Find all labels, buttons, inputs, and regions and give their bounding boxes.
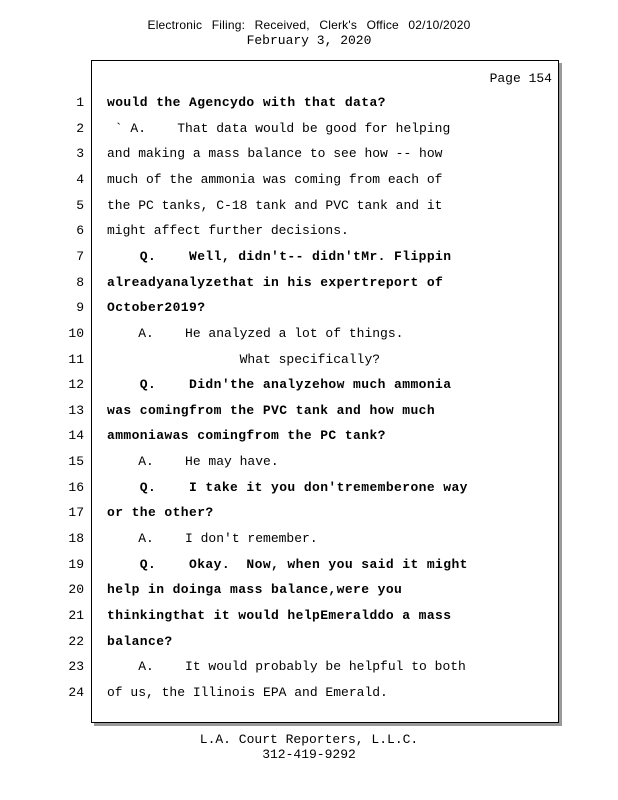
transcript-line: Q. I take it you don'trememberone way xyxy=(107,480,468,495)
transcript-line: Q. Didn'the analyzehow much ammonia xyxy=(107,377,452,392)
line-number: 8 xyxy=(76,275,84,290)
transcript-line: might affect further decisions. xyxy=(107,223,349,238)
transcript-line: A. He analyzed a lot of things. xyxy=(107,326,404,341)
line-number: 24 xyxy=(68,685,84,700)
transcript-line: A. I don't remember. xyxy=(107,531,318,546)
line-number: 3 xyxy=(76,146,84,161)
line-number: 2 xyxy=(76,121,84,136)
transcript-line: balance? xyxy=(107,634,173,649)
transcript-line: or the other? xyxy=(107,505,214,520)
transcript-line: A. It would probably be helpful to both xyxy=(107,659,466,674)
transcript-line: October2019? xyxy=(107,300,206,315)
line-number: 22 xyxy=(68,634,84,649)
transcript-line: alreadyanalyzethat in his expertreport o… xyxy=(107,275,444,290)
reporter-company: L.A. Court Reporters, L.L.C. xyxy=(199,732,419,747)
line-number: 23 xyxy=(68,659,84,674)
transcript-line: Q. Okay. Now, when you said it might xyxy=(107,557,468,572)
line-number: 15 xyxy=(68,454,84,469)
transcript-line: would the Agencydo with that data? xyxy=(107,95,386,110)
line-number: 7 xyxy=(76,249,84,264)
transcript-line: and making a mass balance to see how -- … xyxy=(107,146,443,161)
transcript-page: Page 154 xyxy=(91,60,559,723)
page-header: Electronic Filing: Received, Clerk's Off… xyxy=(0,18,618,48)
line-number: 20 xyxy=(68,582,84,597)
line-number: 12 xyxy=(68,377,84,392)
transcript-line: was comingfrom the PVC tank and how much xyxy=(107,403,436,418)
line-number: 14 xyxy=(68,428,84,443)
line-number: 13 xyxy=(68,403,84,418)
transcript-line: What specifically? xyxy=(107,352,381,367)
line-number: 4 xyxy=(76,172,84,187)
transcript-line: Q. Well, didn't-- didn'tMr. Flippin xyxy=(107,249,452,264)
transcript-date: February 3, 2020 xyxy=(246,33,372,48)
line-number: 21 xyxy=(68,608,84,623)
transcript-line: of us, the Illinois EPA and Emerald. xyxy=(107,685,388,700)
line-number: 9 xyxy=(76,300,84,315)
transcript-line: thinkingthat it would helpEmeralddo a ma… xyxy=(107,608,452,623)
transcript-line: ammoniawas comingfrom the PC tank? xyxy=(107,428,386,443)
line-number: 1 xyxy=(76,95,84,110)
transcript-line: much of the ammonia was coming from each… xyxy=(107,172,443,187)
line-number: 18 xyxy=(68,531,84,546)
page-footer: L.A. Court Reporters, L.L.C. 312-419-929… xyxy=(0,732,618,762)
transcript-line: ` A. That data would be good for helping xyxy=(107,121,451,136)
line-number: 6 xyxy=(76,223,84,238)
transcript-line: the PC tanks, C-18 tank and PVC tank and… xyxy=(107,198,443,213)
filing-stamp: Electronic Filing: Received, Clerk's Off… xyxy=(147,18,471,32)
line-number: 16 xyxy=(68,480,84,495)
reporter-phone: 312-419-9292 xyxy=(262,747,356,762)
line-number: 19 xyxy=(68,557,84,572)
line-number: 17 xyxy=(68,505,84,520)
line-number: 10 xyxy=(68,326,84,341)
transcript-line: help in doinga mass balance,were you xyxy=(107,582,403,597)
transcript-line: A. He may have. xyxy=(107,454,279,469)
line-number: 11 xyxy=(68,352,84,367)
line-number: 5 xyxy=(76,198,84,213)
page-number: Page 154 xyxy=(489,71,552,86)
